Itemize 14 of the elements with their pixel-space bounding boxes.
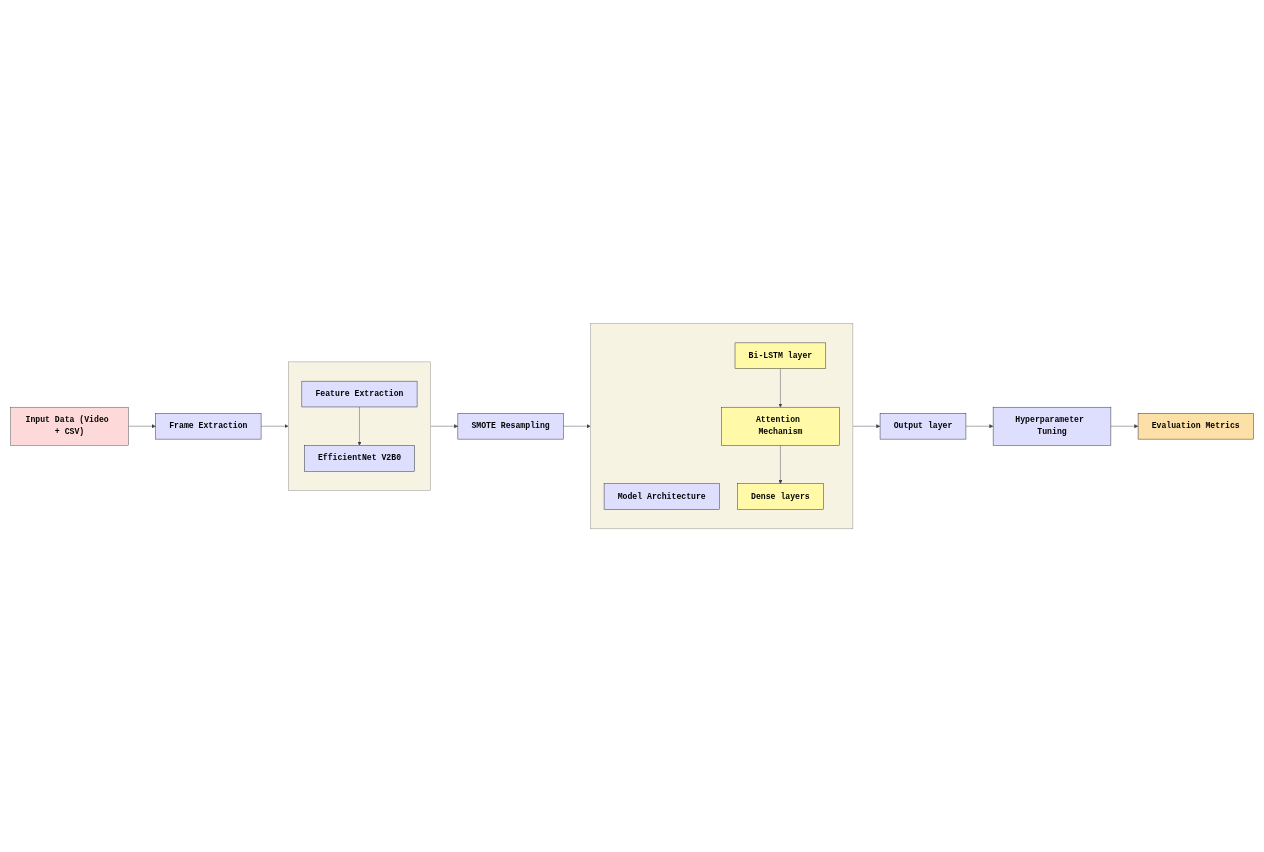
node-box: Input Data (Video + CSV) (10, 406, 129, 446)
node-box: Attention Mechanism (721, 406, 840, 446)
node-box: Hyperparameter Tuning (992, 406, 1112, 446)
cluster (288, 361, 431, 491)
node-box: Frame Extraction (155, 412, 262, 440)
node-box: Bi-LSTM layer (734, 342, 826, 369)
node-box: Output layer (879, 412, 967, 440)
node-box: Feature Extraction (301, 380, 418, 407)
cluster (590, 323, 854, 529)
node-box: EfficientNet V2B0 (304, 445, 415, 472)
node-box: SMOTE Resampling (457, 412, 564, 440)
node-box: Evaluation Metrics (1137, 412, 1254, 440)
node-box: Model Architecture (603, 483, 720, 510)
node-box: Dense layers (737, 483, 824, 510)
